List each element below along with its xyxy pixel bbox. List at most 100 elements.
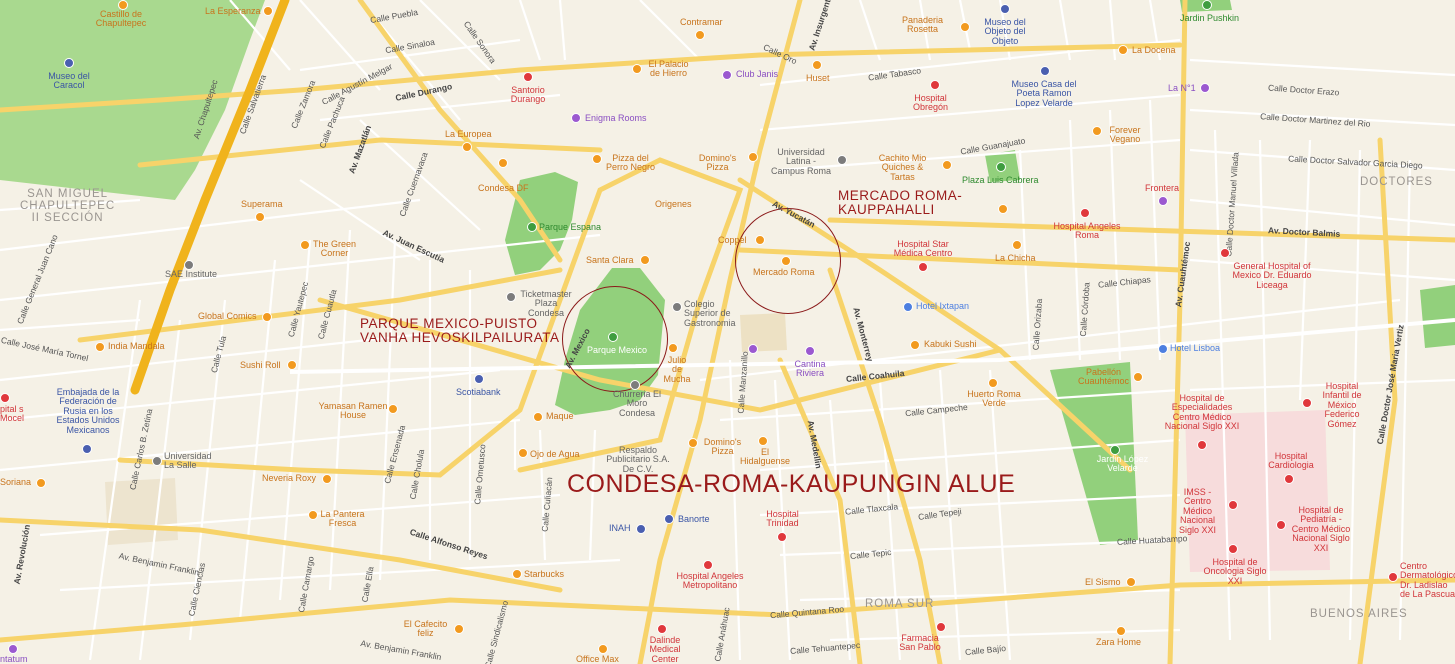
poi-yamasan-ramen-house[interactable]: Yamasan Ramen House <box>318 401 388 421</box>
av-medellin-road <box>777 357 863 664</box>
poi-huerto-roma-verde[interactable]: Huerto Roma Verde <box>967 389 1021 409</box>
hospital-icon <box>930 80 940 90</box>
poi-coppel[interactable]: Coppel <box>718 235 747 245</box>
hospital-icon <box>523 72 533 82</box>
poi-huset[interactable]: Huset <box>806 73 830 83</box>
poi-india-mandala[interactable]: India Mandala <box>108 341 165 351</box>
nightlife-icon <box>805 346 815 356</box>
poi-ntatum[interactable]: ntatum <box>0 654 28 664</box>
university-icon <box>184 260 194 270</box>
calle-tornel-road <box>77 267 563 343</box>
poi-sae-institute[interactable]: SAE Institute <box>165 269 218 279</box>
poi-contramar[interactable]: Contramar <box>680 17 723 27</box>
poi-dominos-pizza-north[interactable]: Domino's Pizza <box>698 153 737 173</box>
poi-cachito-mio[interactable]: Cachito Mio Quiches & Tartas <box>878 153 927 182</box>
poi-forever-vegano[interactable]: Forever Vegano <box>1109 125 1141 145</box>
poi-hospital-trinidad[interactable]: Hospital Trinidad <box>766 509 799 529</box>
poi-inah[interactable]: INAH <box>609 523 631 533</box>
poi-hospital-pediatria[interactable]: Hospital de Pediatría - Centro Médico Na… <box>1291 505 1351 553</box>
poi-origenes[interactable]: Origenes <box>655 199 692 209</box>
park-jardin-pushkin[interactable]: Jardin Pushkin <box>1180 13 1240 23</box>
poi-el-cafecito-feliz[interactable]: El Cafecito feliz <box>403 619 448 639</box>
poi-panaderia-rosetta[interactable]: Panaderia Rosetta <box>901 15 944 35</box>
poi-hospital-star-medica[interactable]: Hospital Star Médica Centro <box>893 239 953 259</box>
av-monterrey-road <box>827 267 943 664</box>
poi-el-sismo[interactable]: El Sismo <box>1085 577 1121 587</box>
poi-condesa-df[interactable]: Condesa DF <box>478 183 529 193</box>
poi-soriana[interactable]: Soriana <box>0 477 32 487</box>
poi-frontera[interactable]: Frontera <box>1145 183 1180 193</box>
poi-hospital-infantil[interactable]: Hospital Infantil de México Federico Góm… <box>1322 381 1362 429</box>
poi-julio-de-mucha[interactable]: Julio de Mucha <box>663 355 691 384</box>
poi-enigma-rooms[interactable]: Enigma Rooms <box>585 113 647 123</box>
poi-ticketmaster-plaza-condesa[interactable]: Ticketmaster Plaza Condesa <box>520 289 572 318</box>
poi-respaldo-publicitario[interactable]: Respaldo Publicitario S.A. De C.V. <box>606 445 670 474</box>
poi-global-comics[interactable]: Global Comics <box>198 311 257 321</box>
poi-ojo-de-agua[interactable]: Ojo de Agua <box>530 449 580 459</box>
poi-hospital-especialidades[interactable]: Hospital de Especialidades Centro Médico… <box>1164 393 1240 432</box>
poi-mercado-roma[interactable]: Mercado Roma <box>753 267 815 277</box>
poi-hospital-obregon[interactable]: Hospital Obregón <box>912 93 949 113</box>
poi-la-esperanza[interactable]: La Esperanza <box>205 6 261 16</box>
poi-museo-del-caracol[interactable]: Museo del Caracol <box>48 71 90 91</box>
poi-universidad-latina[interactable]: Universidad Latina - Campus Roma <box>770 147 832 176</box>
poi-hospital-angeles-roma[interactable]: Hospital Angeles Roma <box>1053 221 1121 241</box>
poi-dalinde-medical-center[interactable]: Dalinde Medical Center <box>649 635 681 664</box>
poi-embajada-rusia[interactable]: Embajada de la Federación de Rusia en lo… <box>56 387 120 435</box>
poi-hotel-ixtapan[interactable]: Hotel Ixtapan <box>916 301 970 311</box>
poi-la-pantera-fresca[interactable]: La Pantera Fresca <box>320 509 365 529</box>
parque-mexico-highlight-circle <box>562 286 668 392</box>
poi-maque[interactable]: Maque <box>546 411 574 421</box>
calle-coahuila-road <box>317 297 1003 413</box>
poi-la-europea[interactable]: La Europea <box>445 129 492 139</box>
park-plaza-luis-cabrera[interactable]: Plaza Luis Cabrera <box>962 175 1039 185</box>
park-parque-mexico[interactable]: Parque Mexico <box>587 345 648 355</box>
poi-office-max[interactable]: Office Max <box>576 654 619 664</box>
poi-icon <box>592 154 602 164</box>
poi-kabuki-sushi[interactable]: Kabuki Sushi <box>924 339 977 349</box>
poi-sushi-roll[interactable]: Sushi Roll <box>240 360 281 370</box>
poi-hospital-angeles-metropolitano[interactable]: Hospital Angeles Metropolitano <box>676 571 744 591</box>
poi-neveria-roxy[interactable]: Neveria Roxy <box>262 473 317 483</box>
poi-banorte[interactable]: Banorte <box>678 514 710 524</box>
poi-la-n1[interactable]: La N°1 <box>1168 83 1196 93</box>
poi-imss-centro-medico[interactable]: IMSS - Centro Médico Nacional Siglo XXI <box>1178 487 1217 535</box>
poi-centro-dermatologico[interactable]: Centro Dermatológico Dr. Ladislao de La … <box>1400 562 1455 600</box>
poi-la-chicha[interactable]: La Chicha <box>995 253 1036 263</box>
poi-museo-casa-del-poeta[interactable]: Museo Casa del Poeta Ramon Lopez Velarde <box>1011 79 1077 108</box>
poi-cantina-riviera[interactable]: Cantina Riviera <box>794 359 826 379</box>
poi-churreria-el-moro[interactable]: Churreria El Moro Condesa <box>612 389 661 418</box>
poi-hospital-mocel[interactable]: pital s Mocel <box>0 404 25 424</box>
poi-universidad-la-salle[interactable]: Universidad La Salle <box>164 451 212 471</box>
poi-el-palacio-de-hierro[interactable]: El Palacio de Hierro <box>648 59 689 79</box>
poi-hospital-oncologia[interactable]: Hospital de Oncologia Siglo XXI <box>1203 557 1267 586</box>
poi-museo-del-objeto[interactable]: Museo del Objeto del Objeto <box>984 17 1026 46</box>
poi-colegio-superior-gastronomia[interactable]: Colegio Superior de Gastronomia <box>684 299 736 328</box>
poi-pizza-del-perro-negro[interactable]: Pizza del Perro Negro <box>605 153 656 173</box>
poi-general-hospital-mexico[interactable]: General Hospital of Mexico Dr. Eduardo L… <box>1232 261 1312 290</box>
poi-castillo-de-chapultepec[interactable]: Castillo de Chapultepec <box>95 9 147 29</box>
av-doctor-balmis-road <box>827 217 1455 243</box>
poi-the-green-corner[interactable]: The Green Corner <box>312 239 357 259</box>
poi-superama[interactable]: Superama <box>241 199 283 209</box>
poi-hotel-lisboa[interactable]: Hotel Lisboa <box>1170 343 1221 353</box>
park-jardin-lopez-velarde[interactable]: Jardin López Velarde <box>1096 454 1149 474</box>
poi-icon <box>1133 372 1143 382</box>
poi-pabellon-cuauhtemoc[interactable]: Pabellón Cuauhtémoc <box>1077 367 1130 387</box>
poi-scotiabank[interactable]: Scotiabank <box>456 387 501 397</box>
embassy-icon <box>82 444 92 454</box>
poi-club-janis[interactable]: Club Janis <box>736 69 779 79</box>
poi-starbucks[interactable]: Starbucks <box>524 569 565 579</box>
poi-santa-clara[interactable]: Santa Clara <box>586 255 634 265</box>
poi-hospital-cardiologia[interactable]: Hospital Cardiologia <box>1268 451 1314 471</box>
poi-la-docena[interactable]: La Docena <box>1132 45 1176 55</box>
poi-santorio-durango[interactable]: Santorio Durango <box>510 85 546 105</box>
poi-dominos-pizza-south[interactable]: Domino's Pizza <box>703 437 742 457</box>
poi-zara-home[interactable]: Zara Home <box>1096 637 1142 647</box>
poi-farmacia-san-pablo[interactable]: Farmacia San Pablo <box>899 633 941 653</box>
park-parque-espana[interactable]: Parque Espana <box>539 222 602 232</box>
poi-el-hidalguense[interactable]: El Hidalguense <box>739 447 791 467</box>
av-vertiz-road <box>1357 137 1398 664</box>
museum-icon <box>636 524 646 534</box>
